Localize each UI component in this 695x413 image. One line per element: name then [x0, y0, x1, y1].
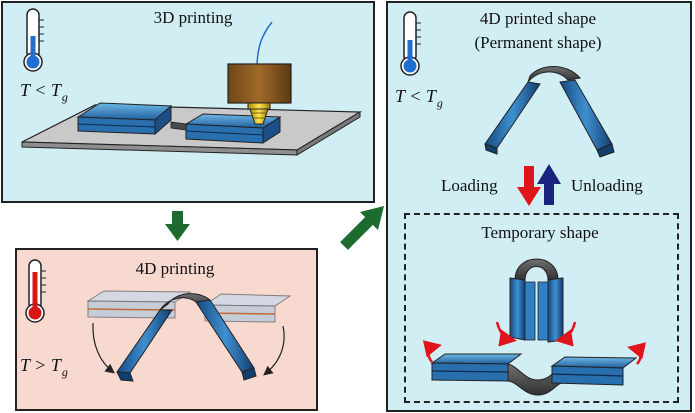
unloading-label: Unloading: [571, 176, 643, 195]
temporary-flat-shape: [430, 353, 638, 396]
down-arrow-icon: [165, 211, 190, 241]
panel-4d-printing: [15, 248, 318, 411]
print-head: [227, 21, 292, 125]
panel-3d-printing: [1, 1, 375, 203]
thermometer-cold-icon-2: [400, 11, 421, 76]
condition-4d-printing: T > Tg: [20, 355, 68, 379]
title-3d-printing: 3D printing: [153, 8, 233, 27]
thermometer-hot-icon: [25, 259, 46, 323]
condition-3d: T < Tg: [20, 80, 68, 104]
bend-arrow-right-icon: [627, 342, 647, 365]
permanent-v-shape: [484, 66, 615, 158]
condition-4d-shape: T < Tg: [395, 86, 443, 110]
fold-arrow-left: [92, 322, 115, 374]
transparent-flat-parts: [86, 290, 292, 323]
fold-arrow-right: [263, 325, 285, 376]
thermometer-cold-icon: [23, 8, 44, 72]
temporary-shape-box: [404, 213, 679, 403]
folded-v-shape: [116, 293, 257, 382]
title-4d-printed-shape: 4D printed shape: [479, 9, 597, 28]
loading-arrow-icon: [517, 166, 541, 206]
title-4d-printing: 4D printing: [135, 259, 215, 278]
rotate-arrow-left-icon: [495, 321, 517, 347]
title-temporary-shape: Temporary shape: [481, 223, 599, 242]
diagonal-arrow-icon: [340, 206, 384, 250]
title-permanent-shape: (Permanent shape): [474, 33, 602, 52]
bend-arrow-left-icon: [422, 340, 442, 363]
temporary-u-shape: [509, 258, 564, 343]
unloading-arrow-icon: [537, 164, 561, 205]
rotate-arrow-right-icon: [555, 321, 577, 347]
loading-label: Loading: [441, 176, 498, 195]
printed-part-left: [76, 102, 173, 136]
